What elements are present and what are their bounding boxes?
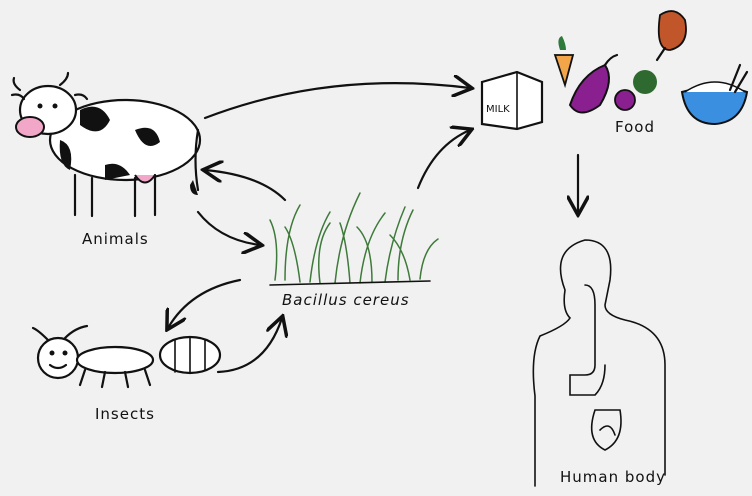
cow-illustration [10, 71, 202, 218]
bacillus-cereus-label: Bacillus cereus [282, 291, 410, 309]
human-body-label: Human body [560, 468, 666, 486]
human-body-illustration [532, 239, 666, 487]
insect-illustration [31, 324, 222, 389]
arrow-bacillus-to-animals [205, 170, 287, 202]
arrow-insects-to-bacillus [216, 318, 282, 374]
arrow-animals-to-food [203, 83, 470, 120]
arrows [168, 83, 578, 374]
arrow-bacillus-to-food [416, 130, 470, 190]
food-illustration [480, 10, 749, 131]
animals-label: Animals [82, 230, 149, 248]
grass-illustration [269, 192, 439, 286]
arrow-animals-to-bacillus [196, 210, 260, 245]
milk-label: MILK [486, 104, 510, 115]
food-label: Food [615, 118, 655, 136]
arrow-bacillus-to-insects [168, 278, 242, 328]
insects-label: Insects [95, 405, 155, 423]
